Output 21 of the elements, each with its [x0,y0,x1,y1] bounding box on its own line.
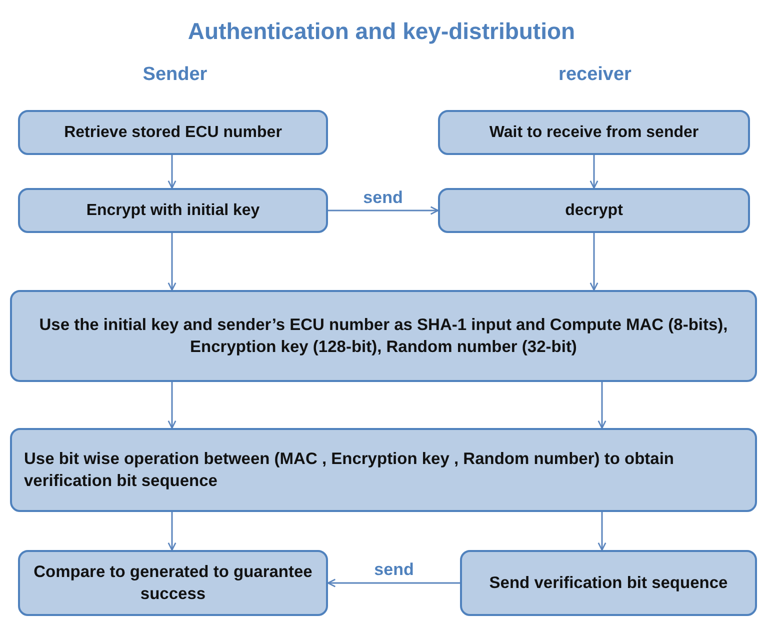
arrow [590,155,598,189]
process-box: Wait to receive from sender [438,110,750,155]
process-box: Use bit wise operation between (MAC , Encryption key , Random number) to obtain verification bit sequence [10,428,757,512]
arrow [598,382,606,429]
process-box: Encrypt with initial key [18,188,328,233]
arrow [598,512,606,551]
arrow [590,233,598,291]
lane-heading: receiver [558,64,632,86]
arrow [327,578,460,588]
arrow [168,512,176,551]
arrow [168,382,176,429]
diagram-title: Authentication and key-distribution [186,18,576,45]
arrow [168,155,176,189]
arrow [328,206,439,215]
process-box: Send verification bit sequence [460,550,757,616]
process-box: Retrieve stored ECU number [18,110,328,155]
process-box: Compare to generated to guarantee success [18,550,328,616]
arrow [168,233,176,291]
process-box: Use the initial key and sender’s ECU number as SHA-1 input and Compute MAC (8-bits), Encryption key (128-bit), Random number (32-bit) [10,290,757,382]
lane-heading: Sender [142,64,208,86]
process-box: decrypt [438,188,750,233]
